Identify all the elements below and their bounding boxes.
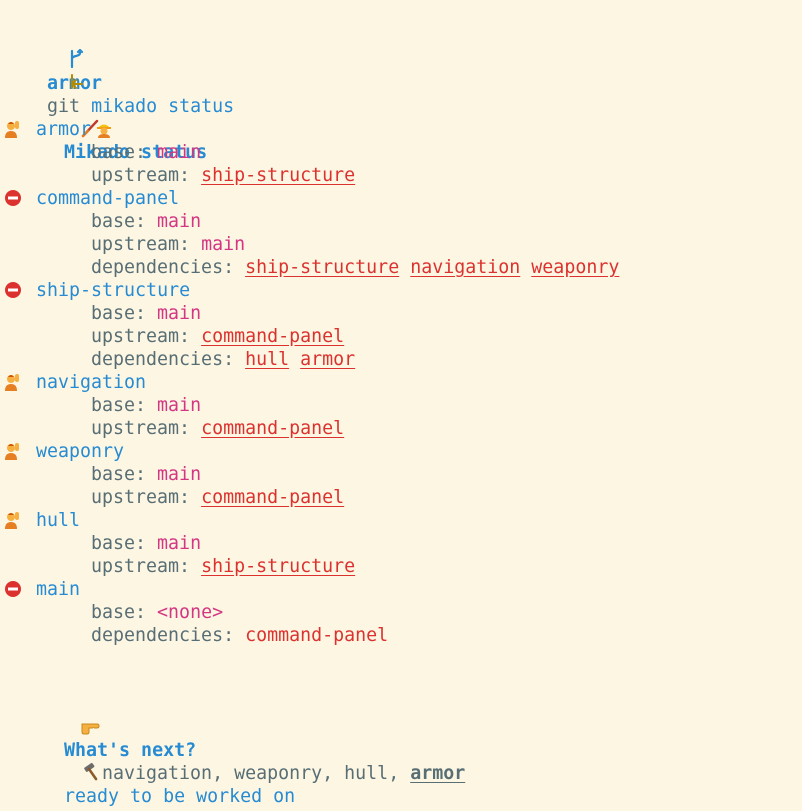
mikado-stick-icon bbox=[36, 95, 99, 138]
dependencies-field: dependencies: hull armor bbox=[91, 348, 355, 371]
upstream-field: upstream: command-panel bbox=[91, 325, 344, 348]
base-field: base: <none> bbox=[91, 601, 223, 624]
upstream-field: upstream: command-panel bbox=[91, 486, 344, 509]
upstream-label: upstream: bbox=[91, 487, 191, 508]
ready-separator: , bbox=[212, 763, 235, 784]
ready-item: hull bbox=[344, 763, 389, 784]
ready-item[interactable]: armor bbox=[410, 763, 466, 784]
base-label: base: bbox=[91, 602, 147, 623]
upstream-label: upstream: bbox=[91, 234, 191, 255]
ready-list: navigation, weaponry, hull, armor bbox=[102, 762, 465, 785]
prompt-branch-line: armor bbox=[0, 3, 102, 94]
upstream-label: upstream: bbox=[91, 418, 191, 439]
base-label: base: bbox=[91, 211, 147, 232]
dependency-link[interactable]: ship-structure bbox=[245, 257, 400, 278]
dependency-link[interactable]: navigation bbox=[410, 257, 521, 278]
upstream-link[interactable]: ship-structure bbox=[201, 556, 356, 577]
base-field: base: main bbox=[91, 302, 201, 325]
dependencies-label: dependencies: bbox=[91, 625, 235, 646]
upstream-label: upstream: bbox=[91, 556, 191, 577]
ready-item: navigation bbox=[102, 763, 213, 784]
base-label: base: bbox=[91, 395, 147, 416]
upstream-link[interactable]: ship-structure bbox=[201, 165, 356, 186]
base-label: base: bbox=[91, 303, 147, 324]
no-entry-icon bbox=[4, 281, 22, 299]
base-value: main bbox=[157, 211, 202, 232]
status-heading: Mikado status bbox=[64, 142, 208, 163]
base-label: base: bbox=[91, 142, 147, 163]
upstream-field: upstream: main bbox=[91, 233, 245, 256]
command-status: status bbox=[168, 96, 235, 117]
ready-heading: ready to be worked on bbox=[64, 786, 296, 807]
hammer-icon bbox=[36, 739, 98, 781]
command-git: git bbox=[47, 96, 81, 117]
upstream-label: upstream: bbox=[91, 165, 191, 186]
upstream-link: main bbox=[201, 234, 246, 255]
base-value: main bbox=[157, 533, 202, 554]
command-mikado: mikado bbox=[91, 96, 158, 117]
base-value: main bbox=[157, 303, 202, 324]
base-value: main bbox=[157, 464, 202, 485]
raising-hand-icon bbox=[4, 442, 22, 460]
dependency-link: command-panel bbox=[245, 625, 389, 646]
base-field: base: main bbox=[91, 532, 201, 555]
base-value: main bbox=[157, 142, 202, 163]
branch-name: hull bbox=[36, 510, 81, 531]
branch-name: weaponry bbox=[36, 441, 125, 462]
ready-separator: , bbox=[322, 763, 345, 784]
base-field: base: main bbox=[91, 210, 201, 233]
base-value: main bbox=[157, 395, 202, 416]
dependency-link[interactable]: hull bbox=[245, 349, 290, 370]
next-heading-line: What's next? bbox=[14, 670, 196, 761]
branch-name: ship-structure bbox=[36, 280, 191, 301]
raising-hand-icon bbox=[4, 373, 22, 391]
base-field: base: main bbox=[91, 463, 201, 486]
pointing-hand-icon bbox=[36, 693, 100, 735]
branch-name: main bbox=[36, 579, 81, 600]
ready-list-line: navigation, weaponry, hull, armor bbox=[0, 739, 465, 784]
dependencies-field: dependencies: command-panel bbox=[91, 624, 388, 647]
base-field: base: main bbox=[91, 394, 201, 417]
base-label: base: bbox=[91, 533, 147, 554]
construction-worker-icon bbox=[95, 120, 113, 138]
upstream-link[interactable]: command-panel bbox=[201, 487, 345, 508]
upstream-field: upstream: command-panel bbox=[91, 417, 344, 440]
next-heading: What's next? bbox=[64, 740, 197, 761]
upstream-link[interactable]: command-panel bbox=[201, 418, 345, 439]
base-label: base: bbox=[91, 464, 147, 485]
branch-name: armor bbox=[36, 118, 113, 141]
ready-heading-line: ready to be worked on bbox=[14, 716, 295, 807]
upstream-field: upstream: ship-structure bbox=[91, 164, 355, 187]
ready-item: weaponry bbox=[234, 763, 323, 784]
dependency-link[interactable]: weaponry bbox=[531, 257, 620, 278]
dependency-link[interactable]: armor bbox=[300, 349, 356, 370]
upstream-label: upstream: bbox=[91, 326, 191, 347]
ready-separator: , bbox=[388, 763, 411, 784]
upstream-link[interactable]: command-panel bbox=[201, 326, 345, 347]
base-field: base: main bbox=[91, 141, 201, 164]
dependencies-label: dependencies: bbox=[91, 257, 235, 278]
upstream-field: upstream: ship-structure bbox=[91, 555, 355, 578]
dependencies-label: dependencies: bbox=[91, 349, 235, 370]
branch-name: command-panel bbox=[36, 188, 180, 209]
raising-hand-icon bbox=[4, 120, 22, 138]
status-heading-line: Mikado status bbox=[14, 72, 207, 163]
dependencies-field: dependencies: ship-structure navigation … bbox=[91, 256, 619, 279]
return-arrow-icon bbox=[24, 49, 84, 89]
base-value: <none> bbox=[157, 602, 224, 623]
prompt-command-line: git mikado status bbox=[0, 26, 234, 117]
no-entry-icon bbox=[4, 580, 22, 598]
git-branch-icon bbox=[24, 26, 84, 69]
no-entry-icon bbox=[4, 189, 22, 207]
branch-name: navigation bbox=[36, 372, 147, 393]
raising-hand-icon bbox=[4, 511, 22, 529]
